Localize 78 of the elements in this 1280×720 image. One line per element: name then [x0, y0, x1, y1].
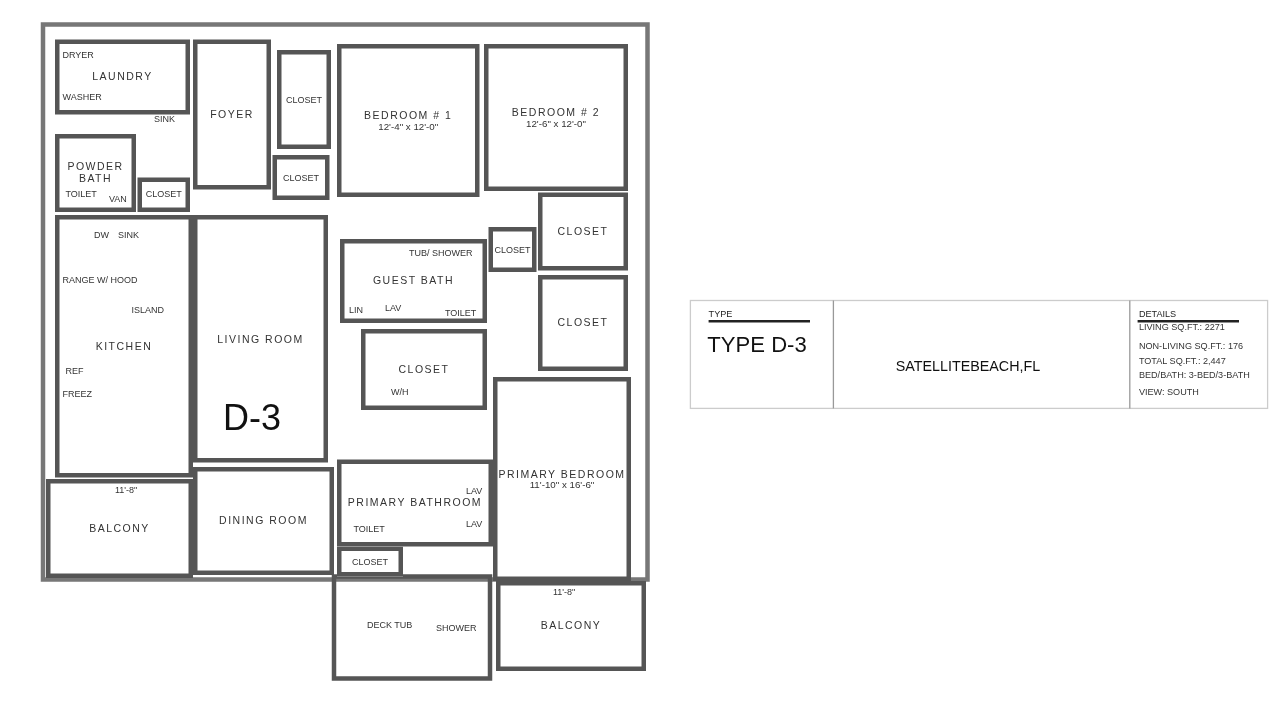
- room-name: KITCHEN: [95, 340, 153, 352]
- fixture-label: W/H: [391, 387, 409, 397]
- unit-type: TYPE D-3: [707, 334, 807, 357]
- room-outline: [277, 50, 331, 149]
- fixture-label: DECK TUB: [367, 620, 413, 629]
- room-name: CLOSET: [352, 556, 388, 567]
- room-outline: [337, 546, 403, 577]
- room-name: CLOSET: [557, 317, 609, 329]
- room-outline: [193, 467, 334, 575]
- room-outline: [193, 39, 271, 190]
- room-outline: [55, 134, 136, 212]
- fixture-label: TUB/ SHOWER: [409, 248, 473, 257]
- fixture-label: VAN: [109, 194, 127, 203]
- room-name: CLOSET: [286, 94, 322, 105]
- fixture-label: REF: [65, 366, 84, 376]
- room-outline: [493, 377, 631, 581]
- room-outline: [340, 239, 487, 323]
- room-name: CLOSET: [398, 363, 450, 376]
- fixture-label: TOILET: [353, 524, 385, 533]
- dimension-text: 11'-8": [115, 485, 138, 494]
- room-outline: [496, 581, 646, 671]
- room-outline: [538, 275, 628, 371]
- location-text: SATELLITEBEACH,FL: [895, 359, 1041, 374]
- room-name: FOYER: [210, 108, 254, 121]
- room-name: LAUNDRY: [92, 71, 153, 83]
- fixture-label: TOILET: [65, 189, 97, 199]
- room-name: CLOSET: [494, 244, 531, 255]
- fixture-label: LIN: [349, 305, 363, 314]
- fixture-label: DRYER: [62, 50, 94, 59]
- room-outline: [46, 479, 193, 578]
- room-name: PRIMARY BATHROOM: [347, 497, 483, 509]
- room-dimensions: 11'-10" x 16'-6": [529, 479, 595, 490]
- room-outline: [488, 227, 537, 272]
- fixture-label: DW: [94, 230, 109, 239]
- detail-text: TOTAL SQ.FT.: 2,447: [1138, 356, 1226, 366]
- room-outline: [337, 459, 493, 547]
- room-outline: [55, 215, 193, 478]
- heading: TYPE: [708, 309, 733, 319]
- room-name: BALCONY: [89, 522, 150, 535]
- fixture-label: ISLAND: [131, 305, 165, 314]
- fixture-label: SHOWER: [436, 623, 477, 632]
- room-name: POWDER BATH: [66, 161, 125, 185]
- room-name: CLOSET: [283, 172, 319, 183]
- room-outline: [484, 44, 628, 191]
- room-outline: [137, 177, 190, 212]
- detail-text: BED/BATH: 3-BED/3-BATH: [1138, 370, 1250, 380]
- fixture-label: LAV: [466, 486, 483, 496]
- room-name: PRIMARY BEDROOM: [498, 468, 626, 480]
- room-dimensions: 12'-6" x 12'-0": [526, 118, 586, 129]
- detail-text: VIEW: SOUTH: [1138, 387, 1199, 397]
- plan-code: D-3: [223, 399, 281, 436]
- room-dimensions: 12'-4" x 12'-0": [378, 121, 439, 132]
- room-name: BEDROOM # 2: [511, 106, 601, 118]
- room-name: DINING ROOM: [219, 515, 308, 527]
- room-name: GUEST BATH: [372, 275, 455, 287]
- detail-text: LIVING SQ.FT.: 2271: [1138, 322, 1225, 332]
- room-outline: [361, 329, 487, 410]
- fixture-label: RANGE W/ HOOD: [62, 275, 138, 284]
- fixture-label: SINK: [118, 230, 139, 239]
- room-outline: [55, 39, 190, 115]
- fixture-label: LAV: [385, 303, 402, 313]
- room-outline: [272, 155, 330, 200]
- fixture-label: LAV: [466, 519, 483, 529]
- heading: DETAILS: [1138, 309, 1177, 319]
- fixture-label: TOILET: [445, 308, 477, 317]
- room-outline: [193, 215, 328, 463]
- room-name: CLOSET: [145, 189, 182, 200]
- room-name: LIVING ROOM: [217, 333, 304, 345]
- dimension-text: 11'-8": [553, 587, 576, 596]
- room-name: BALCONY: [540, 620, 602, 632]
- detail-text: NON-LIVING SQ.FT.: 176: [1138, 340, 1244, 350]
- room-name: BEDROOM # 1: [364, 109, 453, 121]
- fixture-label: WASHER: [62, 92, 102, 101]
- room-outline: [337, 44, 480, 197]
- fixture-label: FREEZ: [62, 389, 92, 398]
- room-outline: [538, 192, 628, 271]
- room-name: CLOSET: [557, 225, 609, 238]
- fixture-label: SINK: [154, 114, 175, 124]
